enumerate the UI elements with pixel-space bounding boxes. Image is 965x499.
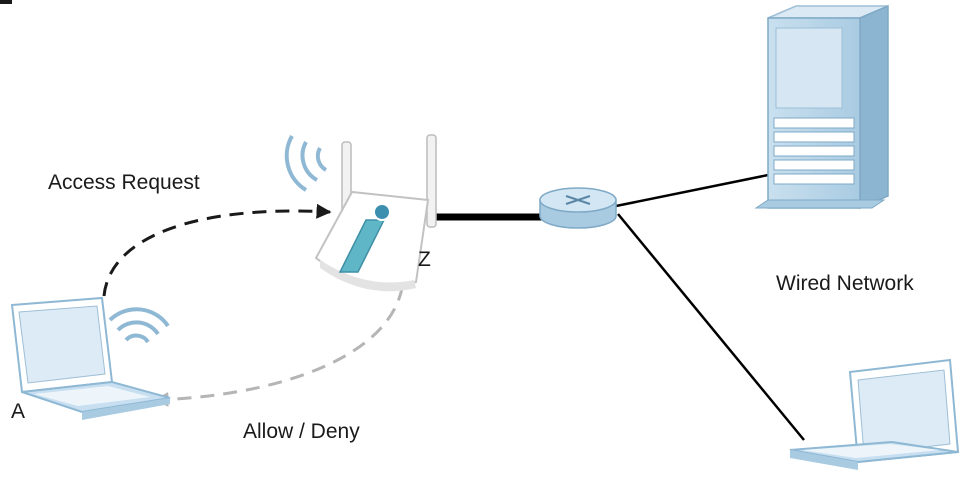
router-to-laptop-line: [617, 213, 805, 441]
server: [754, 4, 889, 210]
ap-marker-label: Z: [418, 248, 431, 271]
wired-laptop: [789, 358, 960, 470]
laptop-wireless-signal-icon: [108, 307, 170, 344]
figure-caption-fragment: [0, 0, 12, 4]
access-request-label: Access Request: [48, 171, 200, 194]
wireless-client-laptop: [10, 296, 171, 420]
allow-deny-label: Allow / Deny: [243, 420, 360, 443]
wired-network-label: Wired Network: [776, 272, 914, 295]
wireless-signal-icon: [284, 135, 328, 192]
router: [539, 187, 617, 229]
client-marker-label: A: [11, 400, 26, 423]
access-request-arrow: [102, 203, 332, 297]
router-to-server-line: [615, 171, 779, 208]
allow-deny-arrow: [153, 263, 405, 408]
access-point: [284, 134, 437, 292]
